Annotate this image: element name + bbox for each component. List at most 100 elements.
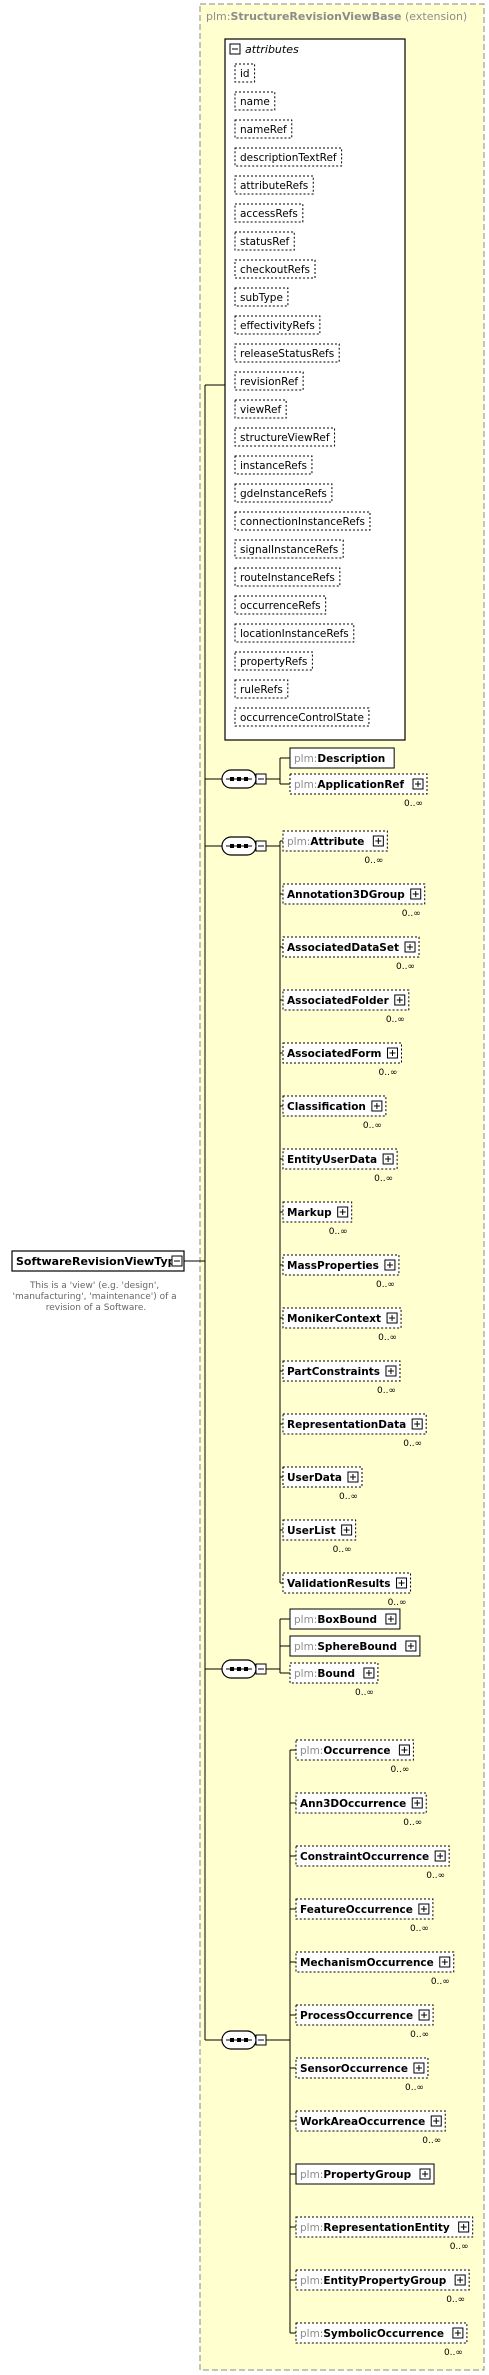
expand-icon[interactable] [394,994,406,1006]
attribute-releaseStatusRefs[interactable]: releaseStatusRefs [234,343,340,363]
sequence-collapse-icon[interactable] [255,773,267,785]
expand-icon[interactable] [434,1850,446,1862]
expand-icon[interactable] [405,1640,417,1652]
attribute-structureViewRef[interactable]: structureViewRef [234,427,336,447]
element-Description[interactable]: plm:Description [289,747,395,769]
attribute-routeInstanceRefs[interactable]: routeInstanceRefs [234,567,341,587]
expand-icon[interactable] [396,1577,408,1589]
expand-icon[interactable] [386,1047,398,1059]
attributes-collapse-icon[interactable] [229,43,241,55]
sequence-collapse-icon[interactable] [255,2034,267,2046]
attribute-name: releaseStatusRefs [240,348,334,360]
expand-icon[interactable] [382,1153,394,1165]
attribute-attributeRefs[interactable]: attributeRefs [234,175,314,195]
expand-icon[interactable] [341,1524,353,1536]
attribute-nameRef[interactable]: nameRef [234,119,293,139]
expand-icon[interactable] [430,2115,442,2127]
expand-icon[interactable] [418,1903,430,1915]
expand-icon[interactable] [411,1797,423,1809]
element-SphereBound[interactable]: plm:SphereBound [289,1635,421,1657]
expand-icon[interactable] [384,1259,396,1271]
attribute-signalInstanceRefs[interactable]: signalInstanceRefs [234,539,344,559]
attribute-accessRefs[interactable]: accessRefs [234,203,304,223]
expand-icon[interactable] [371,1100,383,1112]
element-name: plm:ApplicationRef [294,779,405,791]
root-element[interactable]: SoftwareRevisionViewType [11,1250,185,1272]
element-name: ConstraintOccurrence [300,1851,429,1863]
attribute-statusRef[interactable]: statusRef [234,231,295,251]
attribute-locationInstanceRefs[interactable]: locationInstanceRefs [234,623,355,643]
expand-icon[interactable] [398,1744,410,1756]
expand-icon[interactable] [385,1365,397,1377]
sequence-collapse-icon[interactable] [255,840,267,852]
expand-icon[interactable] [347,1471,359,1483]
element-BoxBound[interactable]: plm:BoxBound [289,1608,401,1630]
expand-icon[interactable] [412,778,424,790]
attribute-id[interactable]: id [234,63,256,83]
expand-icon[interactable] [337,1206,349,1218]
expand-icon[interactable] [404,941,416,953]
attribute-viewRef[interactable]: viewRef [234,399,287,419]
expand-icon[interactable] [418,2009,430,2021]
attribute-name: viewRef [240,404,281,416]
expand-icon[interactable] [372,835,384,847]
sequence-collapse-icon[interactable] [255,1663,267,1675]
expand-icon[interactable] [411,1418,423,1430]
attribute-name[interactable]: name [234,91,276,111]
expand-icon[interactable] [410,888,422,900]
expand-icon[interactable] [363,1667,375,1679]
expand-icon[interactable] [439,1956,451,1968]
attribute-occurrenceRefs[interactable]: occurrenceRefs [234,595,327,615]
attribute-gdeInstanceRefs[interactable]: gdeInstanceRefs [234,483,333,503]
expand-icon[interactable] [458,2221,470,2233]
attribute-revisionRef[interactable]: revisionRef [234,371,304,391]
expand-icon[interactable] [413,2062,425,2074]
attribute-propertyRefs[interactable]: propertyRefs [234,651,313,671]
element-name: UserData [287,1472,342,1484]
attribute-effectivityRefs[interactable]: effectivityRefs [234,315,321,335]
root-collapse-icon[interactable] [171,1255,183,1267]
attribute-ruleRefs[interactable]: ruleRefs [234,679,289,699]
attribute-instanceRefs[interactable]: instanceRefs [234,455,313,475]
expand-icon[interactable] [386,1312,398,1324]
element-PropertyGroup[interactable]: plm:PropertyGroup [295,2163,435,2185]
expand-icon[interactable] [454,2274,466,2286]
attribute-checkoutRefs[interactable]: checkoutRefs [234,259,316,279]
expand-icon[interactable] [452,2327,464,2339]
element-cardinality: 0..∞ [431,1977,450,1987]
expand-icon[interactable] [385,1613,397,1625]
attribute-connectionInstanceRefs[interactable]: connectionInstanceRefs [234,511,371,531]
attribute-occurrenceControlState[interactable]: occurrenceControlState [234,707,370,727]
attribute-descriptionTextRef[interactable]: descriptionTextRef [234,147,343,167]
expand-icon[interactable] [419,2168,431,2180]
attribute-subType[interactable]: subType [234,287,289,307]
